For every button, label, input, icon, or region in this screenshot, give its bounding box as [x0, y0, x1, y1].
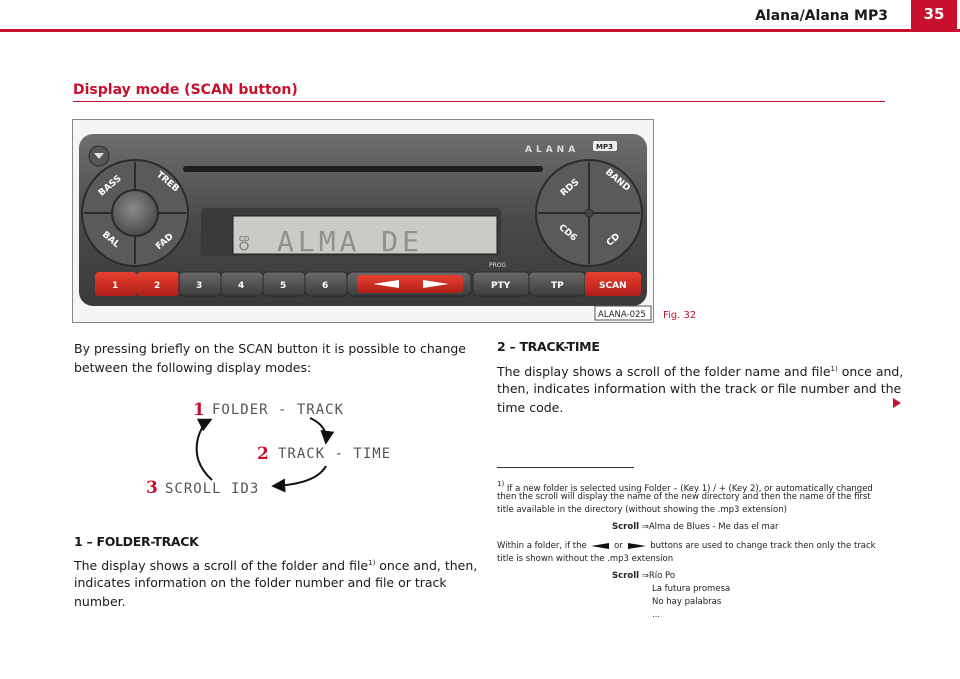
mode-label-track-time: TRACK - TIME	[278, 446, 392, 462]
footnote-line-1: 1) If a new folder is selected using Fol…	[497, 480, 873, 494]
right-knob[interactable]: RDS BAND CD6 CD	[535, 159, 643, 267]
figure-label-box	[594, 305, 652, 321]
mode-label-folder-track: FOLDER - TRACK	[212, 402, 345, 418]
lcd-display	[232, 215, 498, 255]
display-cd-icon-label: CD	[239, 235, 249, 243]
tp-button-label: TP	[551, 281, 564, 291]
section-rule	[73, 101, 885, 102]
mode2-line-3: time code.	[497, 400, 564, 415]
mode2-line-2: then, indicates information with the tra…	[497, 381, 902, 396]
header-rule	[0, 29, 960, 32]
intro-line-1: By pressing briefly on the SCAN button i…	[74, 341, 466, 356]
mode2-heading: 2 – TRACK-TIME	[497, 339, 600, 354]
scan-button-label: SCAN	[599, 281, 627, 291]
prog-label: PROG	[489, 262, 507, 269]
page-number: 35	[911, 0, 957, 31]
left-knob[interactable]: BASS TREB BAL FAD	[81, 159, 189, 267]
figure-label: ALANA-025	[598, 310, 646, 320]
preset-button-3-label: 3	[196, 281, 202, 291]
mode-badge-3: 3	[146, 478, 158, 498]
preset-button-2-label: 2	[154, 281, 160, 291]
display-disc-icon	[239, 241, 249, 251]
arrow-2-to-3	[271, 465, 327, 493]
footnote-line-3: title available in the directory (withou…	[497, 505, 787, 515]
page-header-title: Alana/Alana MP3	[755, 8, 888, 24]
seek-rocker-face	[357, 275, 463, 293]
preset-button-1[interactable]	[95, 272, 137, 296]
mode1-line-3: number.	[74, 594, 126, 609]
arrow-3-to-1	[195, 418, 213, 481]
footnote-scroll-2-line-3: No hay palabras	[652, 597, 722, 607]
mode-badge-2: 2	[257, 444, 269, 464]
mode1-line-2: indicates information on the folder numb…	[74, 575, 447, 590]
mode-label-scroll-id3: SCROLL ID3	[165, 481, 260, 497]
preset-button-5-label: 5	[280, 281, 286, 291]
footnote-line-2: then the scroll will display the name of…	[497, 492, 871, 502]
preset-button-6-label: 6	[322, 281, 328, 291]
footnote-scroll-2-line-2: La futura promesa	[652, 584, 731, 594]
footnote-ref: 1)	[830, 365, 838, 373]
continue-arrow-icon	[893, 398, 901, 408]
seek-forward-icon[interactable]	[423, 280, 449, 288]
display-text: ALMA DE	[277, 225, 423, 258]
preset-button-1-label: 1	[112, 281, 118, 291]
pty-button-label: PTY	[491, 281, 511, 291]
preset-button-row: 1 2 3 4 5 6	[95, 271, 348, 297]
mp3-badge-label: MP3	[596, 143, 613, 151]
cd-slot	[183, 166, 543, 172]
scan-button[interactable]	[585, 272, 641, 296]
preset-button-2[interactable]	[137, 272, 179, 296]
eject-icon	[94, 153, 104, 159]
mp3-badge	[593, 141, 617, 151]
mode-badge-1: 1	[193, 400, 205, 420]
radio-illustration: ALANA MP3 BASS TREB BAL FAD RDS BAND CD6…	[79, 134, 652, 321]
preset-button-4-label: 4	[238, 281, 244, 291]
mode1-heading: 1 – FOLDER-TRACK	[74, 534, 199, 549]
footnote-scroll-2: Scroll ⇒Río Po	[612, 571, 676, 581]
cycle-arrows	[195, 417, 335, 493]
arrow-1-to-2	[309, 417, 335, 445]
footnote-scroll-2-line-4: ...	[652, 610, 661, 620]
footnote-scroll-1: Scroll ⇒Alma de Blues - Me das el mar	[612, 522, 779, 532]
footnote-ref: 1)	[368, 559, 376, 567]
footnote-rule	[497, 467, 634, 468]
footnote-line-5: title is shown without the .mp3 extensio…	[497, 554, 674, 564]
footnote-line-4: Within a folder, if the or buttons are u…	[497, 541, 876, 551]
radio-figure: ALANA MP3 BASS TREB BAL FAD RDS BAND CD6…	[72, 119, 654, 323]
section-title: Display mode (SCAN button)	[73, 82, 298, 98]
prev-track-icon	[591, 542, 610, 549]
seek-back-icon[interactable]	[373, 280, 399, 288]
intro-line-2: between the following display modes:	[74, 360, 312, 375]
figure-caption: Fig. 32	[663, 310, 697, 321]
next-track-icon	[627, 542, 646, 549]
brand-label: ALANA	[525, 145, 579, 155]
mode1-line-1: The display shows a scroll of the folder…	[74, 558, 478, 573]
mode2-line-1: The display shows a scroll of the folder…	[497, 364, 904, 379]
